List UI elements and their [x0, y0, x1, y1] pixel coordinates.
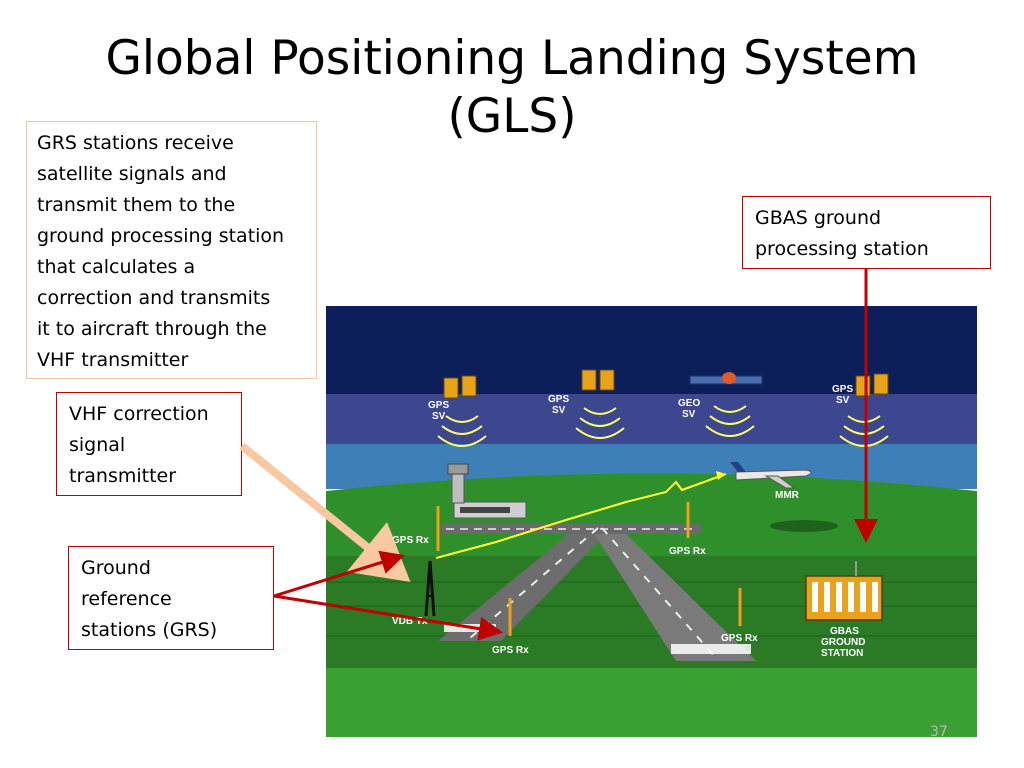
- satellite-label-bottom: SV: [682, 409, 696, 420]
- aircraft-icon: [730, 462, 812, 489]
- satellite-signal-waves: [437, 405, 889, 447]
- gps-receiver-label: GPS Rx: [721, 633, 758, 644]
- title-line-2: (GLS): [447, 89, 577, 144]
- gbas-station-label-line-2: GROUND: [821, 637, 865, 648]
- aircraft-shadow: [770, 520, 838, 532]
- satellite-label-bottom: SV: [432, 411, 446, 422]
- ground-foreground: [326, 668, 977, 737]
- aircraft-label: MMR: [775, 490, 800, 501]
- runway-crossing: [441, 524, 701, 534]
- gps-receiver-label: GPS Rx: [669, 546, 706, 557]
- grs-description-callout: GRS stations receive satellite signals a…: [26, 121, 317, 379]
- satellite-icon: [443, 375, 477, 399]
- gbas-processing-callout: GBAS ground processing station: [742, 196, 991, 269]
- satellite-label-bottom: SV: [552, 405, 566, 416]
- satellite-icon: [581, 369, 615, 391]
- satellite-label-top: GPS: [832, 384, 853, 395]
- vdb-label: VDB Tx: [392, 616, 428, 627]
- gls-scene-illustration: GPS SV GPS SV GEO SV GPS SV MMR VDB Tx G…: [326, 306, 977, 737]
- runway-right: [588, 524, 756, 661]
- runway-centerline: [601, 527, 717, 659]
- satellite-label-top: GPS: [428, 400, 449, 411]
- sky-band: [326, 394, 977, 446]
- airport-terminal: [447, 463, 527, 519]
- gbas-station-label-line-3: STATION: [821, 648, 863, 659]
- gbas-ground-station-icon: [805, 561, 883, 621]
- vhf-transmitter-callout: VHF correction signal transmitter: [56, 392, 242, 496]
- satellite-label-bottom: SV: [836, 395, 850, 406]
- gbas-station-label-line-1: GBAS: [830, 626, 859, 637]
- gps-receiver-label: GPS Rx: [492, 645, 529, 656]
- geo-satellite-icon: [689, 372, 763, 385]
- gps-receiver-label: GPS Rx: [392, 535, 429, 546]
- vdb-signal-arrowhead: [716, 471, 726, 480]
- page-number: 37: [930, 724, 948, 740]
- slide-title: Global Positioning Landing System (GLS): [0, 30, 1024, 146]
- satellite-label-top: GPS: [548, 394, 569, 405]
- satellite-label-top: GEO: [678, 398, 700, 409]
- vdb-signal-path: [435, 473, 727, 559]
- title-line-1: Global Positioning Landing System: [105, 31, 919, 86]
- runway-centerline: [469, 527, 599, 639]
- ground-reference-callout: Ground reference stations (GRS): [68, 546, 274, 650]
